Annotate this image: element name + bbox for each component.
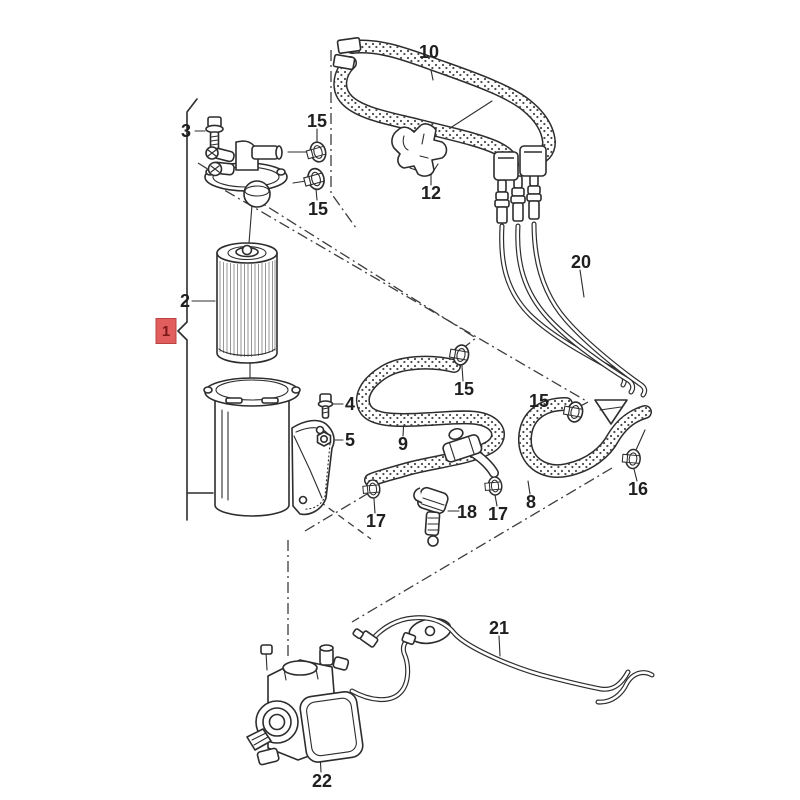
part-label-5[interactable]: 5 [344, 430, 356, 450]
filter-housing-art [203, 377, 335, 517]
hose-art-8 [525, 400, 645, 471]
nut-art-5 [316, 431, 332, 447]
part-label-15-1[interactable]: 15 [306, 111, 328, 131]
fuel-lines-art-20 [494, 173, 645, 395]
part-1-bracket [177, 98, 214, 521]
part-label-12[interactable]: 12 [420, 183, 442, 203]
part-label-18[interactable]: 18 [456, 502, 478, 522]
part-label-15-2[interactable]: 15 [307, 199, 329, 219]
part-label-16[interactable]: 16 [627, 479, 649, 499]
pump-art-22 [246, 631, 417, 766]
part-label-4[interactable]: 4 [344, 394, 356, 414]
clamp-art-17-2 [483, 475, 504, 497]
filter-head-art [204, 140, 288, 244]
part-label-17-1[interactable]: 17 [365, 511, 387, 531]
part-label-2[interactable]: 2 [179, 291, 191, 311]
bolt-art-4 [317, 393, 334, 419]
part-label-9[interactable]: 9 [397, 434, 409, 454]
part-label-20[interactable]: 20 [570, 252, 592, 272]
part-label-8[interactable]: 8 [525, 492, 537, 512]
part-label-21[interactable]: 21 [488, 618, 510, 638]
part-label-15-4[interactable]: 15 [528, 391, 550, 411]
part-label-22[interactable]: 22 [311, 771, 333, 791]
clamp-art-15-1 [303, 139, 329, 166]
part-label-10[interactable]: 10 [418, 42, 440, 62]
filter-element-art-2 [216, 242, 278, 380]
part-label-17-2[interactable]: 17 [487, 504, 509, 524]
valve-art-18 [413, 486, 449, 547]
bracket-art-12 [391, 123, 448, 177]
hose-art-10 [332, 36, 549, 181]
clamp-art-15-2 [301, 165, 328, 193]
clamp-art-16 [621, 447, 642, 470]
hose-art-9 [363, 363, 498, 480]
bolt-art-3 [205, 116, 224, 152]
part-label-1-highlighted[interactable]: 1 [155, 318, 177, 344]
part-label-15-3[interactable]: 15 [453, 379, 475, 399]
part-label-3[interactable]: 3 [180, 121, 192, 141]
